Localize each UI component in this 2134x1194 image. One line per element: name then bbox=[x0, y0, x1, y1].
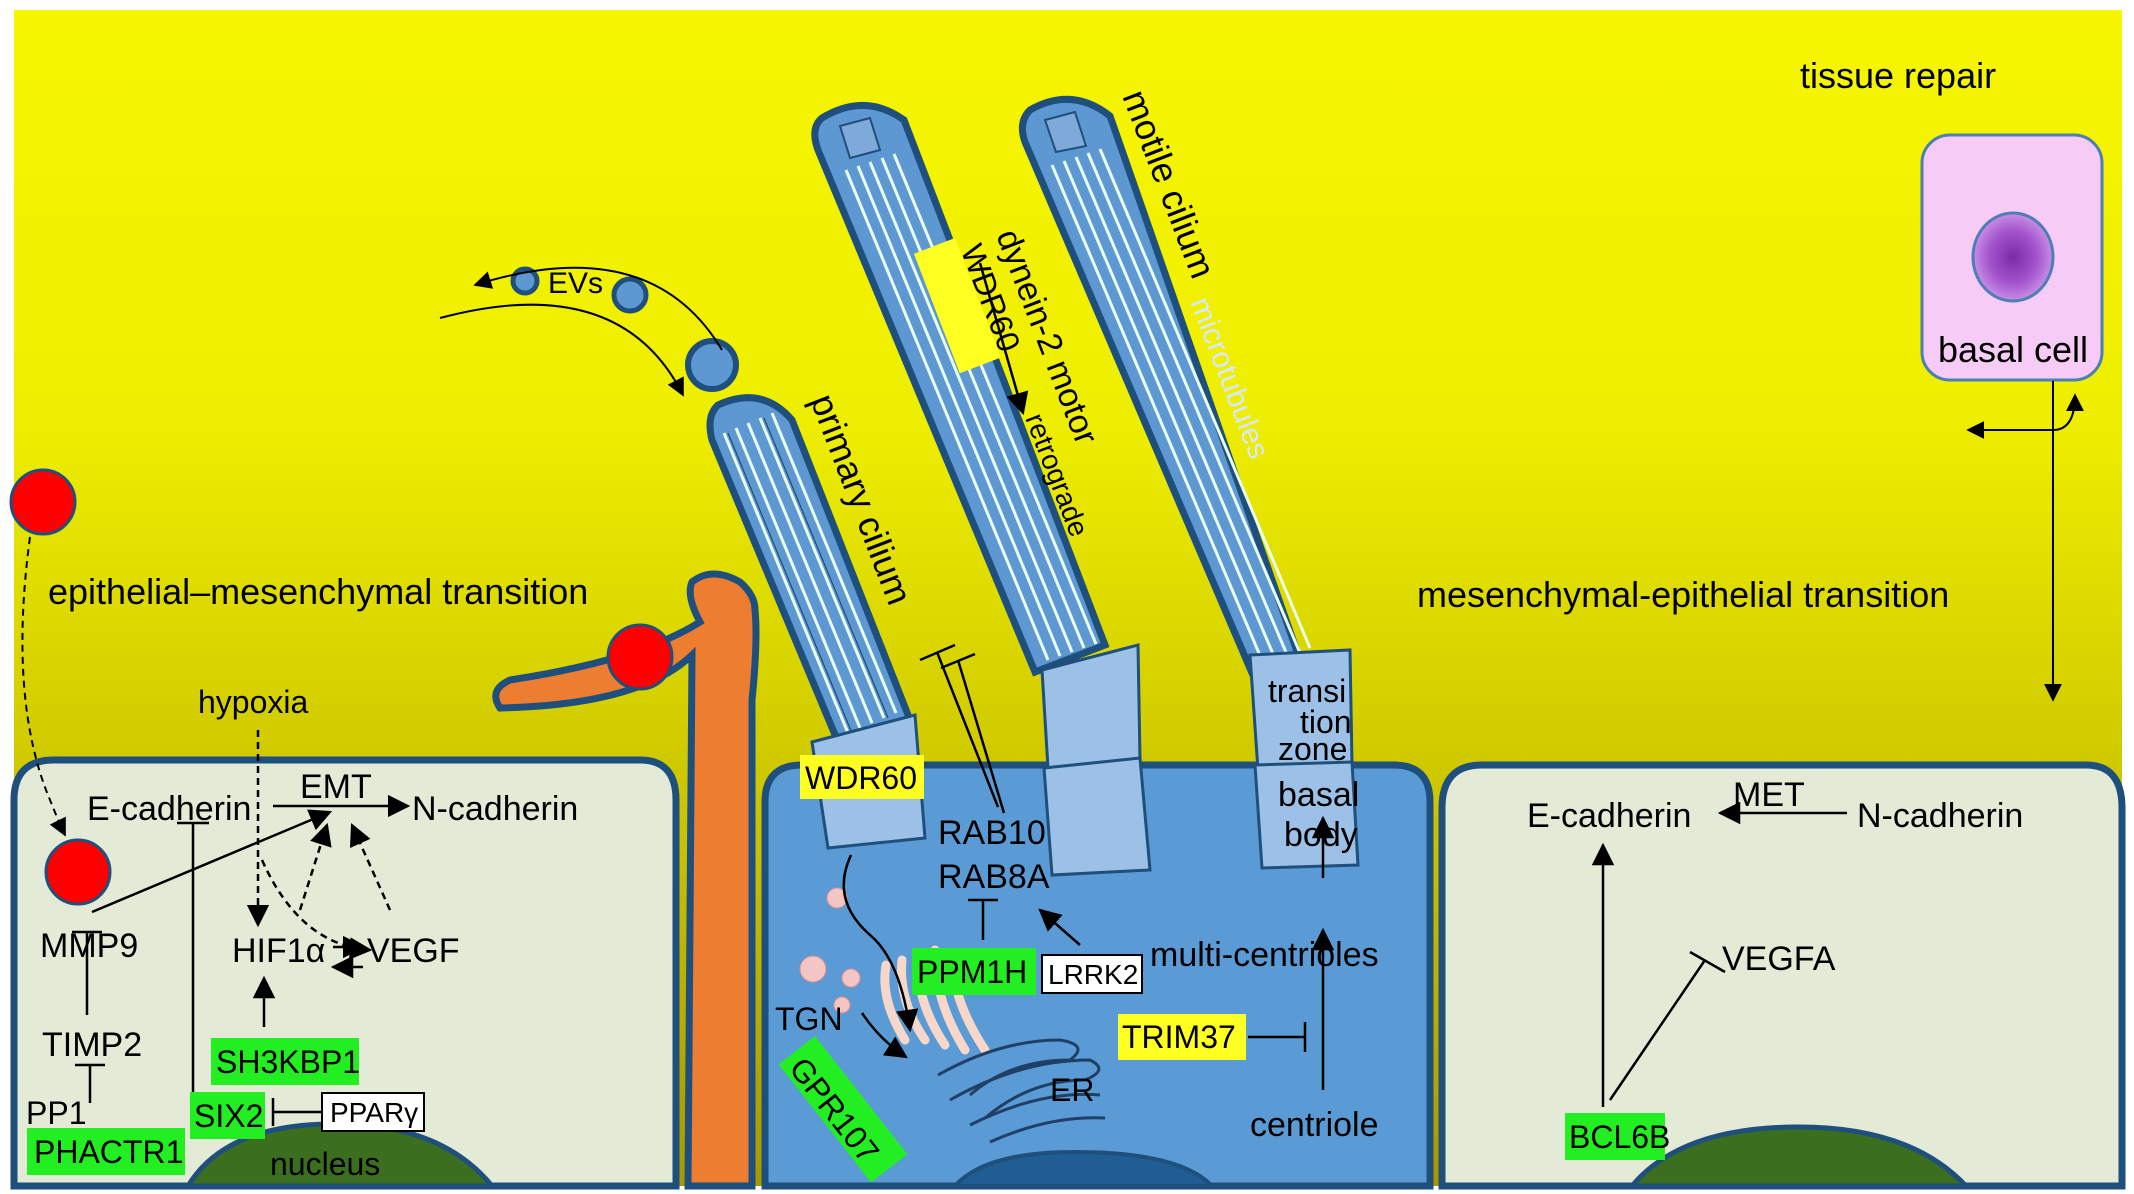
fibroblast bbox=[492, 570, 760, 1190]
mmp9-label: MMP9 bbox=[40, 927, 138, 965]
timp2-label: TIMP2 bbox=[42, 1026, 142, 1064]
nucleus-center bbox=[950, 1149, 1217, 1188]
gene-six2: SIX2 bbox=[190, 1092, 265, 1139]
emt-pathway-arrows bbox=[72, 730, 411, 1126]
red-particle-path bbox=[21, 536, 66, 837]
vegfa-label: VEGFA bbox=[1722, 940, 1836, 978]
middle-cilium bbox=[811, 102, 1110, 677]
extracellular-vesicles bbox=[439, 266, 739, 397]
svg-text:SIX2: SIX2 bbox=[194, 1098, 263, 1134]
met-title: mesenchymal-epithelial transition bbox=[1417, 574, 1949, 615]
gene-trim37: TRIM37 bbox=[1118, 1014, 1246, 1060]
middle-basal-body bbox=[1042, 756, 1152, 877]
basal-cell bbox=[1920, 133, 2104, 702]
rab8a-label: RAB8A bbox=[938, 858, 1050, 896]
transition-zone-line1: transi bbox=[1268, 673, 1346, 709]
e-cadherin-right-label: E-cadherin bbox=[1527, 797, 1691, 835]
hif1a-label: HIF1α bbox=[232, 932, 325, 970]
gene-phactr1: PHACTR1 bbox=[27, 1128, 185, 1175]
transition-zone-line2: tion bbox=[1300, 704, 1352, 740]
basal-body-line2: body bbox=[1284, 816, 1358, 854]
tgn-label: TGN bbox=[775, 1001, 843, 1037]
vesicles bbox=[799, 887, 861, 1014]
motile-cilium bbox=[1018, 95, 1312, 685]
centriole-label: centriole bbox=[1250, 1106, 1379, 1144]
pp1-label: PP1 bbox=[26, 1095, 86, 1131]
svg-text:WDR60: WDR60 bbox=[805, 760, 917, 796]
primary-cilium bbox=[706, 394, 915, 747]
n-cadherin-right-label: N-cadherin bbox=[1857, 797, 2023, 835]
tissue-repair-label: tissue repair bbox=[1800, 55, 1996, 96]
evs-label: EVs bbox=[548, 267, 603, 300]
cilium-inhibition-rab10 bbox=[940, 652, 1006, 814]
basal-cell-nucleus bbox=[1971, 211, 2055, 303]
red-particle-top bbox=[9, 468, 77, 536]
transition-zone-line3: zone bbox=[1278, 731, 1347, 767]
cilium-pathway-arrows bbox=[842, 262, 1335, 1090]
gene-ppm1h: PPM1H bbox=[912, 948, 1036, 995]
er-label: ER bbox=[1050, 1072, 1094, 1108]
red-particle-fibroblast bbox=[606, 623, 674, 691]
svg-text:SH3KBP1: SH3KBP1 bbox=[216, 1044, 360, 1080]
rab10-label: RAB10 bbox=[938, 814, 1046, 852]
basal-cell-label: basal cell bbox=[1938, 329, 2088, 370]
emt-title: epithelial–mesenchymal transition bbox=[48, 571, 588, 612]
n-cadherin-left-label: N-cadherin bbox=[412, 790, 578, 828]
gene-lrrk2: LRRK2 bbox=[1041, 954, 1143, 994]
er-membranes bbox=[937, 1038, 1106, 1144]
basal-body-line1: basal bbox=[1278, 776, 1359, 814]
svg-text:LRRK2: LRRK2 bbox=[1048, 959, 1138, 990]
svg-text:PPM1H: PPM1H bbox=[917, 954, 1027, 990]
red-particle-inside bbox=[44, 838, 112, 906]
svg-text:TRIM37: TRIM37 bbox=[1122, 1019, 1236, 1055]
hypoxia-label: hypoxia bbox=[198, 684, 309, 720]
svg-text:PHACTR1: PHACTR1 bbox=[34, 1134, 183, 1170]
met-pathway-arrows bbox=[1591, 801, 1847, 1107]
basal-body bbox=[1253, 760, 1360, 870]
e-cadherin-left-label: E-cadherin bbox=[87, 790, 251, 828]
gene-bcl6b: BCL6B bbox=[1565, 1113, 1670, 1160]
emt-label: EMT bbox=[300, 768, 372, 806]
met-cell bbox=[1438, 761, 2126, 1190]
gene-ppar-gamma: PPARγ bbox=[321, 1092, 425, 1132]
gene-wdr60-base: WDR60 bbox=[800, 755, 924, 799]
nucleus-right bbox=[1626, 1124, 1972, 1189]
vegf-label: VEGF bbox=[367, 932, 460, 970]
multi-centrioles-label: multi-centrioles bbox=[1150, 936, 1379, 974]
met-label: MET bbox=[1733, 776, 1805, 814]
svg-text:BCL6B: BCL6B bbox=[1569, 1119, 1670, 1155]
nucleus-label: nucleus bbox=[270, 1146, 380, 1182]
svg-text:PPARγ: PPARγ bbox=[330, 1097, 418, 1128]
gene-sh3kbp1: SH3KBP1 bbox=[211, 1038, 360, 1085]
